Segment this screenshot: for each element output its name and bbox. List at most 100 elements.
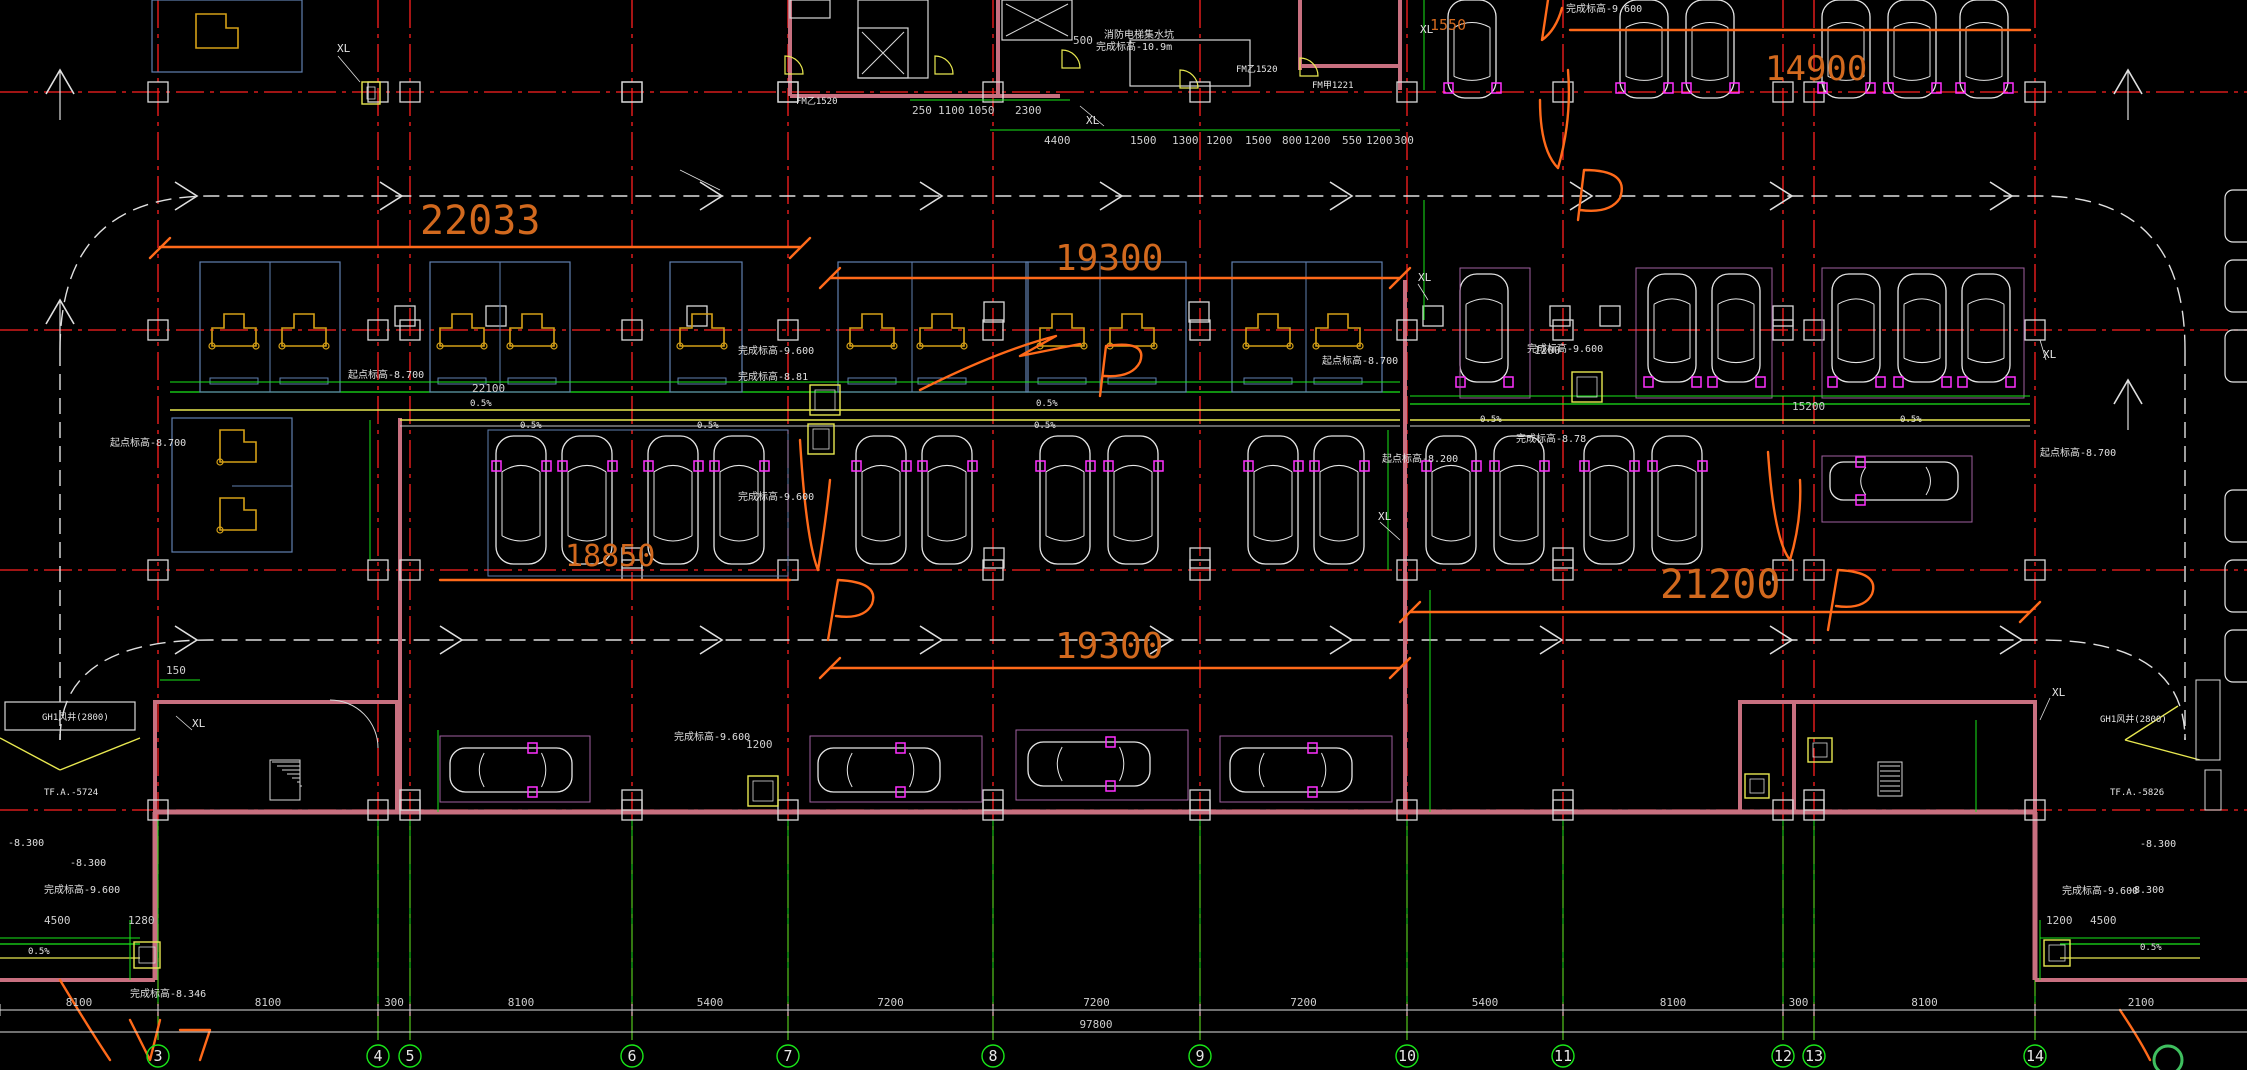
lane-arrow (379, 181, 404, 211)
car-body (817, 747, 941, 793)
markup-p (826, 578, 875, 642)
axis-bubble-label: 3 (153, 1047, 162, 1065)
car-body (713, 435, 765, 565)
marker-blob (2152, 1044, 2184, 1070)
car-rear (1893, 75, 1931, 81)
mech-lift-symbol (509, 313, 555, 347)
car-rear (501, 535, 541, 542)
mech-plate (1107, 377, 1157, 385)
car-marker (1883, 82, 1894, 94)
floor-drain-inner (138, 946, 156, 964)
dim-text: 1200 (1304, 134, 1331, 147)
column (1396, 319, 1418, 341)
column (1803, 81, 1825, 103)
lane-arrow (1769, 181, 1794, 211)
car-windshield (501, 464, 541, 473)
markup-stroke (148, 236, 172, 260)
dim-text: 1280 (128, 914, 155, 927)
markup-stroke (818, 656, 842, 680)
xl-label: XL (1420, 23, 1434, 36)
dim-text: 1200 (746, 738, 773, 751)
car-windshield (1319, 464, 1359, 473)
car-marker (1105, 780, 1116, 792)
car-windshield (846, 752, 853, 788)
car-windshield (1893, 22, 1931, 28)
dim-text: 2300 (1015, 104, 1042, 117)
car-marker (1691, 376, 1702, 388)
column (1772, 305, 1794, 327)
annotation-layer (133, 55, 2071, 969)
car-symbol (1961, 273, 2011, 383)
car-body (1961, 273, 2011, 383)
car-windshield (478, 752, 485, 788)
car-symbol (855, 435, 907, 565)
column (621, 81, 643, 103)
mech-lift-symbol (1245, 313, 1291, 347)
column (1189, 559, 1211, 581)
car-body (449, 747, 573, 793)
car-marker (917, 460, 928, 472)
car-marker (1955, 82, 1966, 94)
axis-bubble (620, 1044, 644, 1068)
axis-bubble-label: 7 (783, 1047, 792, 1065)
car-marker (1307, 742, 1318, 754)
car-symbol (1829, 461, 1959, 501)
column (1189, 789, 1211, 811)
mech-lift-node (1150, 342, 1158, 350)
lane-arrow (1569, 181, 1594, 211)
car-symbol (449, 747, 573, 793)
car-body (561, 435, 613, 565)
elevator-cross (1005, 3, 1069, 37)
column (367, 799, 389, 821)
car-body (1897, 273, 1947, 383)
xl-label: XL (2052, 686, 2066, 699)
car-marker (1893, 376, 1904, 388)
leader-line (1079, 105, 1105, 127)
column (485, 305, 507, 327)
car-windshield (1717, 298, 1755, 305)
car-symbol (1447, 0, 1497, 99)
mech-frame (151, 0, 303, 73)
car-symbol (1039, 435, 1091, 565)
elevation-label: -8.300 (2140, 839, 2176, 850)
markup-dim-14900: 14900 (1765, 49, 1867, 89)
dim-text: 1300 (1172, 134, 1199, 147)
dim-text: 1500 (1130, 134, 1157, 147)
parking-frame (1219, 735, 1393, 803)
dim-span-label: 8100 (66, 996, 93, 1009)
dim-text: 22100 (472, 382, 505, 395)
markup-stroke (2118, 1008, 2152, 1062)
column (983, 301, 1005, 323)
column (367, 559, 389, 581)
car-marker (557, 460, 568, 472)
car-windshield (1056, 746, 1063, 782)
axis-bubble (1771, 1044, 1795, 1068)
car-rear (1653, 357, 1691, 364)
column (1803, 319, 1825, 341)
car-body (1829, 461, 1959, 501)
car-marker (1539, 460, 1550, 472)
markup-dim-19300-bottom: 19300 (1055, 626, 1163, 667)
car-windshield (1967, 298, 2005, 305)
mech-lift-node (216, 458, 224, 466)
car-marker (1855, 456, 1866, 468)
markup-stroke (1540, 0, 1564, 42)
car-marker (1615, 82, 1626, 94)
mech-lift-node (916, 342, 924, 350)
car-body (921, 435, 973, 565)
car-body (1247, 435, 1299, 565)
car-rear (1589, 535, 1629, 542)
xl-label: XL (1086, 114, 1100, 127)
car-marker (1503, 376, 1514, 388)
car-body (1651, 435, 1703, 565)
markup-p (1098, 343, 1143, 398)
dim-text: 4400 (1044, 134, 1071, 147)
mech-lift-node (890, 342, 898, 350)
axis-bubble (1551, 1044, 1575, 1068)
mech-plate (209, 377, 259, 385)
column (982, 81, 1004, 103)
car-symbol (1887, 0, 1937, 99)
car-symbol (1459, 273, 1509, 383)
dimension-layer (0, 0, 2200, 980)
